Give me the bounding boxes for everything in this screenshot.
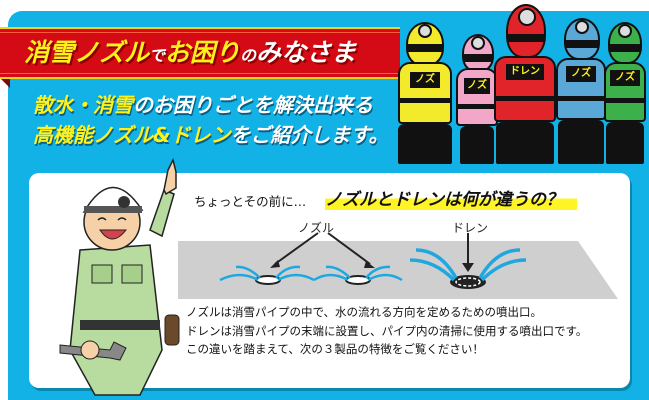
hero-chest-label: ノズ <box>410 72 440 88</box>
lead-line-1: 散水・消雪のお困りごとを解決出来る <box>33 90 388 120</box>
banner-part: お困り <box>165 38 241 67</box>
hero-chest-label: ノズ <box>610 70 640 86</box>
hero-chest-label: ドレン <box>506 64 544 80</box>
lead-text-part: のお困りごとを解決出来る <box>133 93 373 117</box>
lead-text-part: をご紹介します。 <box>230 123 389 147</box>
floor-surface <box>178 241 618 299</box>
description-line: ドレンは消雪パイプの末端に設置し、パイプ内の清掃に使用する噴出口です。 <box>186 323 588 338</box>
hero-chest-label: ノズ <box>566 66 596 82</box>
drain-icon <box>409 248 527 289</box>
hero-chest-label: ノズ <box>464 78 490 94</box>
nozzle-drain-diagram <box>178 232 618 299</box>
banner-part: で <box>149 46 166 65</box>
description-line: ノズルは消雪パイプの中で、水の流れる方向を定めるための噴出口。 <box>186 305 543 319</box>
banner-fold <box>0 78 10 88</box>
lead-line-2: 高機能ノズル&ドレンをご紹介します。 <box>33 120 388 150</box>
hero-pink: ノズ <box>454 28 500 164</box>
hero-green: ノズ <box>602 18 648 164</box>
description: ノズルは消雪パイプの中で、水の流れる方向を定めるための噴出口。 ドレンは消雪パイ… <box>186 303 587 359</box>
heading-prefix: ちょっとその前に… <box>194 194 307 209</box>
nozzle-1-icon <box>219 265 315 285</box>
lead-highlight: 散水・消雪 <box>33 93 133 117</box>
lead-text: 散水・消雪のお困りごとを解決出来る 高機能ノズル&ドレンをご紹介します。 <box>33 90 388 150</box>
lead-highlight: 高機能ノズル&ドレン <box>33 123 231 147</box>
banner-title: 消雪ノズルでお困りのみなさま <box>24 38 356 71</box>
banner-part: の <box>240 46 257 65</box>
hero-yellow: ノズ <box>396 18 454 164</box>
hero-red: ドレン <box>492 4 558 164</box>
label-drain: ドレン <box>452 221 489 235</box>
heroes-illustration: ノズ ノズ ドレン ノズ ノズ <box>388 4 649 164</box>
label-nozzle: ノズル <box>298 221 335 235</box>
description-line: この違いを踏まえて、次の３製品の特徴をご覧ください！ <box>186 342 484 356</box>
banner-part: 消雪ノズル <box>24 38 150 67</box>
hero-blue: ノズ <box>554 14 608 164</box>
worker-illustration <box>59 157 180 396</box>
heading-main: ノズルとドレンは何が違うの？ <box>325 185 577 210</box>
nozzle-2-icon <box>313 265 403 285</box>
title-banner: 消雪ノズルでお困りのみなさま <box>0 27 400 79</box>
banner-part: みなさま <box>256 38 357 67</box>
